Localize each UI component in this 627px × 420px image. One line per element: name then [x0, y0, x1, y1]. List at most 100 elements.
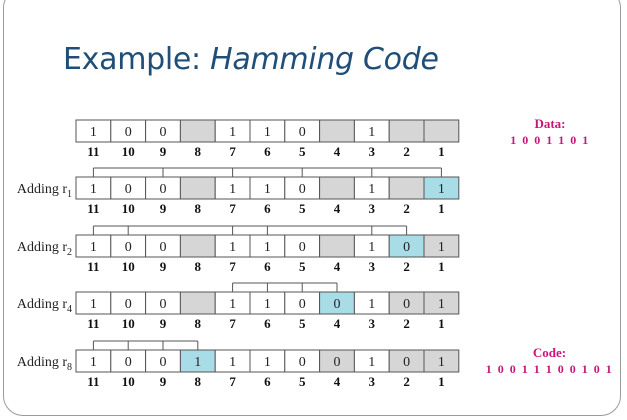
bit-value: 0 — [334, 297, 341, 312]
position-number: 7 — [229, 144, 236, 159]
bit-value: 1 — [90, 297, 97, 312]
row-label-text: Adding r — [17, 182, 68, 197]
bit-value: 1 — [90, 182, 97, 197]
bit-value: 0 — [403, 297, 410, 312]
position-number: 10 — [122, 316, 135, 331]
position-number: 11 — [87, 144, 99, 159]
position-number: 5 — [299, 316, 306, 331]
position-number: 6 — [264, 316, 271, 331]
row-label-subscript: 2 — [67, 247, 72, 258]
bit-value: 1 — [229, 240, 236, 255]
data-box: Data: 1 0 0 1 1 0 1 — [495, 116, 605, 148]
bit-value: 0 — [299, 355, 306, 370]
row-label-text: Adding r — [17, 355, 68, 370]
bit-value: 0 — [334, 355, 341, 370]
row-label-text: Adding r — [17, 240, 68, 255]
position-number: 10 — [122, 259, 135, 274]
data-heading: Data: — [534, 116, 566, 131]
data-value: 1 0 0 1 1 0 1 — [510, 133, 590, 147]
bit-cell — [388, 176, 425, 200]
title-emphasis: Hamming Code — [210, 42, 439, 77]
code-heading: Code: — [532, 345, 567, 360]
position-number: 1 — [438, 316, 445, 331]
bit-value: 1 — [229, 297, 236, 312]
bit-value: 1 — [368, 240, 375, 255]
bit-value: 1 — [264, 297, 271, 312]
position-number: 9 — [160, 374, 167, 389]
position-number: 2 — [403, 201, 410, 216]
position-number: 3 — [369, 374, 376, 389]
position-number: 9 — [160, 316, 167, 331]
bit-value: 1 — [229, 182, 236, 197]
bit-value: 1 — [264, 182, 271, 197]
position-number: 7 — [229, 259, 236, 274]
bit-value: 0 — [160, 297, 167, 312]
bit-cell — [179, 234, 216, 258]
position-number: 6 — [264, 201, 271, 216]
position-number: 4 — [334, 316, 341, 331]
position-number: 10 — [122, 201, 135, 216]
bit-value: 0 — [125, 182, 132, 197]
position-number: 7 — [229, 201, 236, 216]
bit-value: 1 — [90, 125, 97, 140]
position-number: 3 — [369, 144, 376, 159]
position-number: 10 — [122, 144, 135, 159]
bit-cell — [179, 176, 216, 200]
position-number: 5 — [299, 259, 306, 274]
position-number: 9 — [160, 201, 167, 216]
title-prefix: Example: — [63, 42, 211, 77]
bit-value: 1 — [368, 355, 375, 370]
slide-title: Example: Hamming Code — [63, 42, 439, 77]
row-label-subscript: 1 — [67, 189, 72, 200]
bit-value: 0 — [299, 182, 306, 197]
position-number: 8 — [195, 259, 202, 274]
bit-value: 1 — [194, 355, 201, 370]
position-number: 7 — [229, 316, 236, 331]
position-number: 6 — [264, 144, 271, 159]
bit-cell — [319, 234, 355, 258]
row-label-subscript: 4 — [67, 304, 72, 315]
code-value: 1 0 0 1 1 1 0 0 1 0 1 — [485, 362, 614, 376]
bit-value: 0 — [299, 297, 306, 312]
bit-value: 0 — [160, 240, 167, 255]
position-number: 7 — [229, 374, 236, 389]
bit-value: 0 — [125, 297, 132, 312]
bit-value: 1 — [264, 240, 271, 255]
position-number: 4 — [334, 259, 341, 274]
position-number: 2 — [403, 316, 410, 331]
bit-cell — [179, 119, 216, 143]
bit-cell — [423, 176, 460, 200]
position-number: 4 — [334, 201, 341, 216]
position-number: 5 — [299, 201, 306, 216]
position-number: 6 — [264, 374, 271, 389]
bit-value: 1 — [90, 355, 97, 370]
bit-value: 0 — [125, 355, 132, 370]
position-number: 11 — [87, 374, 99, 389]
position-number: 8 — [195, 316, 202, 331]
bit-value: 1 — [368, 182, 375, 197]
bit-value: 1 — [368, 297, 375, 312]
row-label: Adding r8 — [17, 355, 72, 373]
slide-frame — [3, 0, 621, 416]
position-number: 1 — [438, 144, 445, 159]
position-number: 3 — [369, 201, 376, 216]
position-number: 6 — [264, 259, 271, 274]
bit-cell — [423, 234, 460, 258]
position-number: 4 — [334, 144, 341, 159]
row-label-subscript: 8 — [67, 362, 72, 373]
bit-value: 1 — [229, 125, 236, 140]
position-number: 4 — [334, 374, 341, 389]
bit-value: 0 — [403, 240, 410, 255]
bit-value: 0 — [299, 125, 306, 140]
row-label: Adding r2 — [17, 240, 72, 258]
position-number: 2 — [403, 144, 410, 159]
position-number: 11 — [87, 316, 99, 331]
bit-value: 1 — [438, 240, 445, 255]
position-number: 2 — [403, 259, 410, 274]
position-number: 1 — [438, 374, 445, 389]
bit-value: 1 — [438, 355, 445, 370]
bit-value: 1 — [229, 355, 236, 370]
bit-value: 1 — [90, 240, 97, 255]
position-number: 8 — [195, 374, 202, 389]
